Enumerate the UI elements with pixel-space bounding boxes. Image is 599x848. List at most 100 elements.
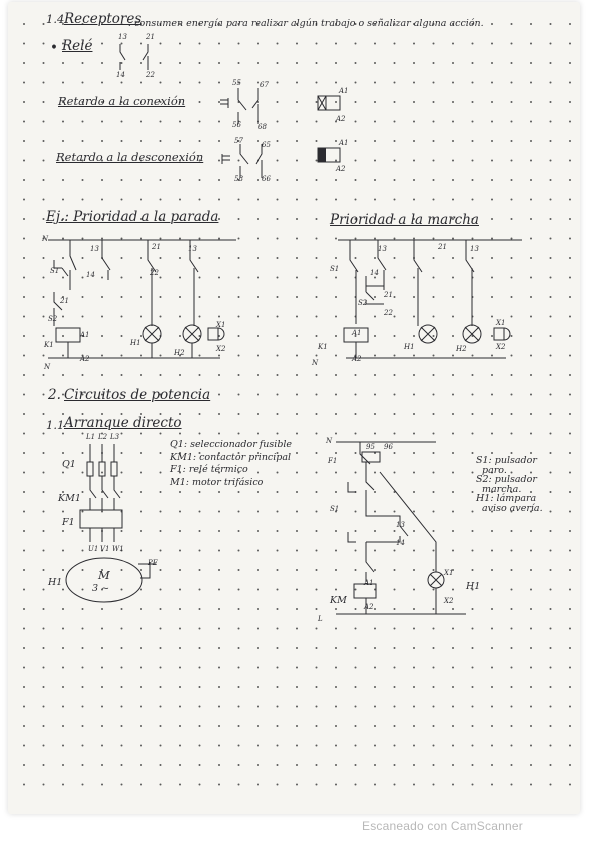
grid-dot: [354, 413, 357, 415]
grid-dot: [569, 705, 571, 708]
grid-dot: [218, 705, 220, 708]
grid-dot: [393, 393, 396, 396]
grid-dot: [569, 354, 571, 357]
grid-dot: [354, 569, 357, 571]
grid-dot: [140, 101, 142, 103]
grid-dot: [491, 218, 493, 220]
grid-dot: [120, 393, 123, 396]
grid-dot: [81, 666, 84, 669]
grid-dot: [315, 140, 318, 142]
grid-dot: [510, 374, 513, 376]
grid-dot: [315, 276, 318, 279]
grid-dot: [354, 530, 357, 532]
grid-dot: [81, 276, 84, 279]
grid-dot: [237, 140, 240, 142]
grid-dot: [315, 42, 318, 45]
grid-dot: [257, 179, 259, 181]
grid-dot: [120, 608, 123, 610]
grid-dot: [491, 471, 493, 474]
grid-dot: [549, 510, 552, 513]
grid-dot: [120, 140, 123, 142]
grid-dot: [42, 725, 45, 727]
grid-dot: [432, 101, 435, 103]
timer-contact-label: 68: [258, 123, 267, 131]
grid-dot: [159, 647, 162, 649]
grid-dot: [159, 140, 162, 142]
grid-dot: [23, 510, 25, 513]
grid-dot: [471, 432, 474, 435]
grid-dot: [452, 725, 454, 727]
grid-dot: [510, 452, 513, 454]
grid-dot: [218, 218, 220, 220]
control-label: 13: [396, 521, 405, 529]
grid-dot: [354, 198, 357, 201]
grid-dot: [101, 413, 103, 415]
grid-dot: [530, 569, 532, 571]
grid-dot: [354, 257, 357, 259]
grid-dot: [237, 257, 240, 259]
grid-dot: [491, 764, 493, 766]
grid-dot: [257, 315, 259, 318]
grid-dot: [354, 179, 357, 181]
grid-dot: [159, 549, 162, 552]
grid-dot: [393, 744, 396, 747]
grid-dot: [510, 140, 513, 142]
grid-dot: [101, 764, 103, 766]
grid-dot: [198, 81, 201, 84]
grid-dot: [432, 140, 435, 142]
grid-dot: [237, 315, 240, 318]
grid-dot: [276, 159, 279, 162]
grid-dot: [237, 452, 240, 454]
grid-dot: [257, 666, 259, 669]
grid-dot: [296, 549, 298, 552]
grid-dot: [335, 432, 337, 435]
grid-dot: [510, 549, 513, 552]
grid-dot: [23, 23, 25, 25]
grid-dot: [471, 101, 474, 103]
motor-label: M: [98, 568, 110, 582]
grid-dot: [120, 471, 123, 474]
grid-dot: [140, 374, 142, 376]
grid-dot: [120, 705, 123, 708]
grid-dot: [393, 452, 396, 454]
grid-dot: [218, 413, 220, 415]
grid-dot: [23, 296, 25, 298]
grid-dot: [296, 393, 298, 396]
grid-dot: [42, 198, 45, 201]
grid-dot: [159, 510, 162, 513]
grid-dot: [452, 686, 454, 688]
grid-dot: [569, 62, 571, 64]
grid-dot: [257, 432, 259, 435]
grid-dot: [315, 686, 318, 688]
grid-dot: [276, 120, 279, 123]
grid-dot: [374, 491, 376, 493]
grid-dot: [452, 81, 454, 84]
grid-dot: [530, 686, 532, 688]
motor-sub-label: 3 ~: [92, 583, 110, 594]
grid-dot: [101, 120, 103, 123]
grid-dot: [354, 62, 357, 64]
grid-dot: [413, 81, 415, 84]
grid-dot: [393, 432, 396, 435]
grid-dot: [510, 510, 513, 513]
grid-dot: [42, 569, 45, 571]
grid-dot: [81, 179, 84, 181]
grid-dot: [120, 62, 123, 64]
grid-dot: [296, 179, 298, 181]
grid-dot: [335, 257, 337, 259]
grid-dot: [413, 62, 415, 64]
grid-dot: [393, 647, 396, 649]
receptores-title: Receptores: [64, 11, 142, 27]
grid-dot: [335, 62, 337, 64]
circuit-label: 14: [86, 271, 95, 279]
grid-dot: [101, 315, 103, 318]
grid-dot: [179, 452, 181, 454]
section-marker: 1.1: [46, 418, 65, 432]
grid-dot: [452, 491, 454, 493]
grid-dot: [354, 335, 357, 337]
grid-dot: [276, 432, 279, 435]
grid-dot: [335, 335, 337, 337]
circuit-label: 14: [370, 269, 379, 277]
grid-dot: [120, 335, 123, 337]
grid-dot: [374, 159, 376, 162]
